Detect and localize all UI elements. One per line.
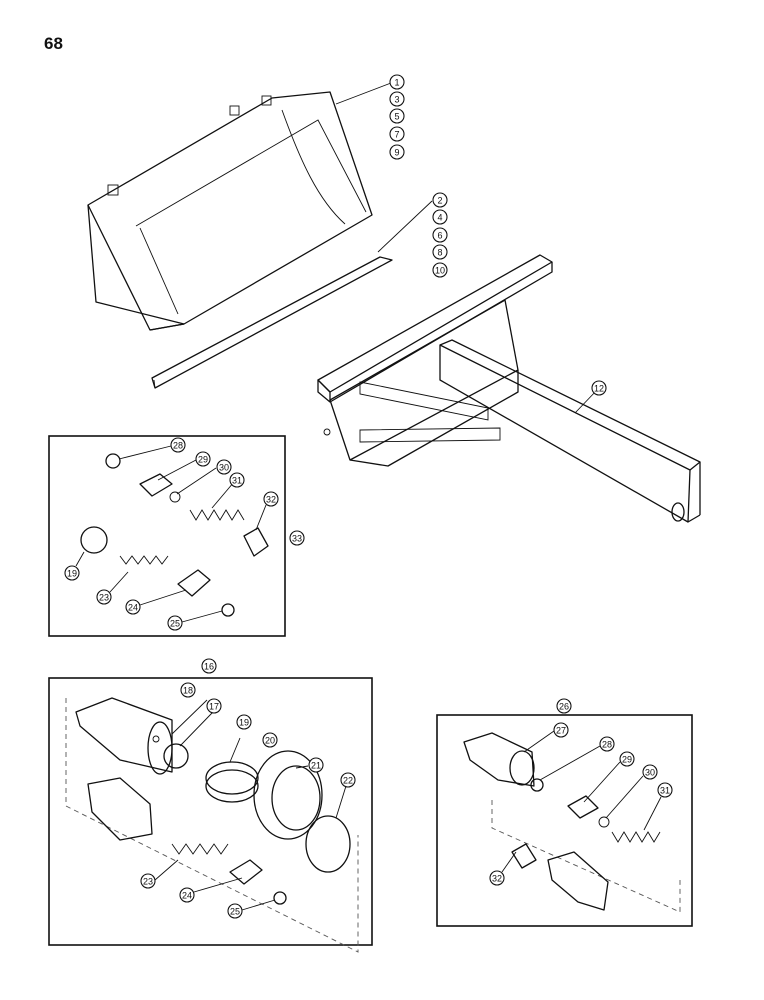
cutting-edge-drawing <box>151 256 393 389</box>
svg-text:2: 2 <box>437 196 442 206</box>
svg-text:7: 7 <box>394 130 399 140</box>
panel-left-parts <box>80 453 269 617</box>
callout-left-panel-group: 33 28 29 30 31 32 19 23 24 25 <box>64 437 305 631</box>
svg-text:12: 12 <box>594 384 604 394</box>
leader-lines <box>75 82 662 911</box>
svg-text:31: 31 <box>660 786 670 796</box>
svg-text:24: 24 <box>182 891 192 901</box>
callout-coupler-panel-group: 16 18 17 19 20 21 22 23 24 25 <box>140 658 356 919</box>
svg-text:18: 18 <box>183 686 193 696</box>
svg-text:10: 10 <box>435 266 445 276</box>
callout-25b: 25 <box>227 903 243 919</box>
callout-30b: 30 <box>642 764 658 780</box>
svg-text:27: 27 <box>556 726 566 736</box>
svg-text:20: 20 <box>265 736 275 746</box>
callout-23a: 23 <box>96 589 112 605</box>
svg-text:1: 1 <box>394 78 399 88</box>
callout-26: 26 <box>556 698 572 714</box>
svg-text:32: 32 <box>492 874 502 884</box>
callout-16: 16 <box>201 658 217 674</box>
callout-2: 2 <box>432 192 448 208</box>
callout-22: 22 <box>340 772 356 788</box>
callout-19a: 19 <box>64 565 80 581</box>
hitch-frame-drawing <box>317 254 701 523</box>
svg-text:29: 29 <box>198 455 208 465</box>
svg-text:9: 9 <box>394 148 399 158</box>
callout-7: 7 <box>389 126 405 142</box>
svg-text:25: 25 <box>230 907 240 917</box>
callout-8: 8 <box>432 244 448 260</box>
callout-31: 31 <box>229 472 245 488</box>
callout-20: 20 <box>262 732 278 748</box>
callout-3: 3 <box>389 91 405 107</box>
callout-29: 29 <box>195 451 211 467</box>
callout-19b: 19 <box>236 714 252 730</box>
callout-5: 5 <box>389 108 405 124</box>
callout-21: 21 <box>308 757 324 773</box>
callout-bucket-group: 1 3 5 7 9 <box>389 74 405 160</box>
svg-text:6: 6 <box>437 231 442 241</box>
callout-1: 1 <box>389 74 405 90</box>
svg-text:23: 23 <box>143 877 153 887</box>
svg-text:30: 30 <box>645 768 655 778</box>
callout-6: 6 <box>432 227 448 243</box>
svg-text:8: 8 <box>437 248 442 258</box>
callout-25a: 25 <box>167 615 183 631</box>
callout-30: 30 <box>216 459 232 475</box>
callout-29b: 29 <box>619 751 635 767</box>
svg-text:21: 21 <box>311 761 321 771</box>
svg-text:31: 31 <box>232 476 242 486</box>
callout-23b: 23 <box>140 873 156 889</box>
callout-10: 10 <box>432 262 448 278</box>
svg-text:32: 32 <box>266 495 276 505</box>
svg-text:30: 30 <box>219 463 229 473</box>
page-number: 68 <box>44 34 63 53</box>
callout-4: 4 <box>432 209 448 225</box>
callout-17: 17 <box>206 698 222 714</box>
callout-9: 9 <box>389 144 405 160</box>
panel-right-parts <box>463 732 681 913</box>
svg-text:24: 24 <box>128 603 138 613</box>
panel-left-frame <box>48 435 286 637</box>
svg-text:25: 25 <box>170 619 180 629</box>
panel-coupler-parts <box>65 697 359 953</box>
svg-text:16: 16 <box>204 662 214 672</box>
callout-12: 12 <box>591 380 607 396</box>
callout-28b: 28 <box>599 736 615 752</box>
svg-text:23: 23 <box>99 593 109 603</box>
svg-text:28: 28 <box>173 441 183 451</box>
callout-32: 32 <box>263 491 279 507</box>
callout-edge-group: 2 4 6 8 10 <box>432 192 448 278</box>
svg-text:28: 28 <box>602 740 612 750</box>
svg-text:17: 17 <box>209 702 219 712</box>
svg-text:22: 22 <box>343 776 353 786</box>
callout-24b: 24 <box>179 887 195 903</box>
svg-text:4: 4 <box>437 213 442 223</box>
svg-text:29: 29 <box>622 755 632 765</box>
callout-27: 27 <box>553 722 569 738</box>
svg-text:33: 33 <box>292 534 302 544</box>
callout-33: 33 <box>289 530 305 546</box>
callout-18: 18 <box>180 682 196 698</box>
panel-coupler-frame <box>48 677 373 946</box>
callout-31b: 31 <box>657 782 673 798</box>
svg-text:26: 26 <box>559 702 569 712</box>
bucket-drawing <box>87 91 373 331</box>
panel-right-frame <box>436 714 693 927</box>
svg-text:5: 5 <box>394 112 399 122</box>
callout-24a: 24 <box>125 599 141 615</box>
svg-text:19: 19 <box>239 718 249 728</box>
callout-right-panel-group: 26 27 28 29 30 31 32 <box>489 698 673 886</box>
callout-32b: 32 <box>489 870 505 886</box>
callout-28: 28 <box>170 437 186 453</box>
svg-text:19: 19 <box>67 569 77 579</box>
svg-text:3: 3 <box>394 95 399 105</box>
